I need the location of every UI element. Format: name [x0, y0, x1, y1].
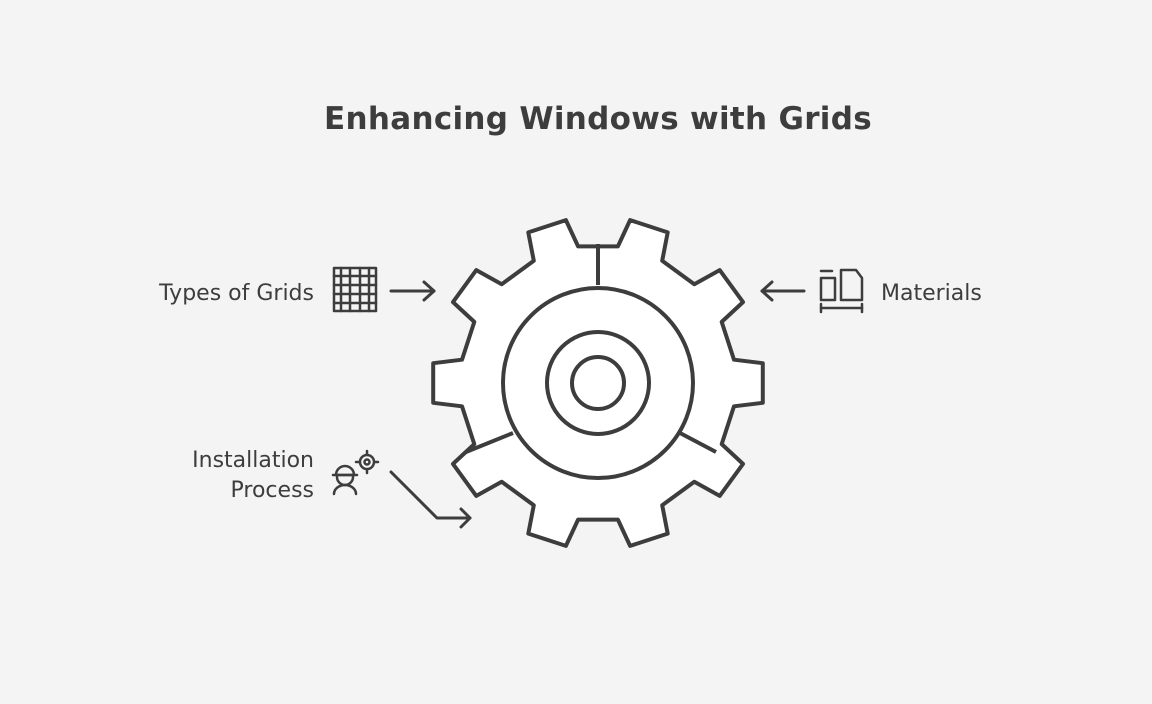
label-materials: Materials [881, 281, 982, 306]
label-installation-line2: Process [231, 478, 314, 503]
gear-hub [570, 355, 626, 411]
gear-icon [431, 218, 765, 548]
worker-gear-icon [331, 449, 380, 496]
arrow-materials [760, 280, 806, 302]
arrow-types-of-grids [389, 280, 436, 302]
diagram-title: Enhancing Windows with Grids [324, 101, 872, 137]
gear-segment-divider-left [465, 431, 514, 454]
label-types-of-grids: Types of Grids [158, 281, 314, 306]
grid-icon [332, 266, 378, 313]
arrow-installation-process [389, 470, 472, 529]
ruler-document-icon [819, 268, 864, 314]
gear-segment-divider-right [679, 431, 717, 454]
label-installation-line1: Installation [192, 448, 314, 473]
